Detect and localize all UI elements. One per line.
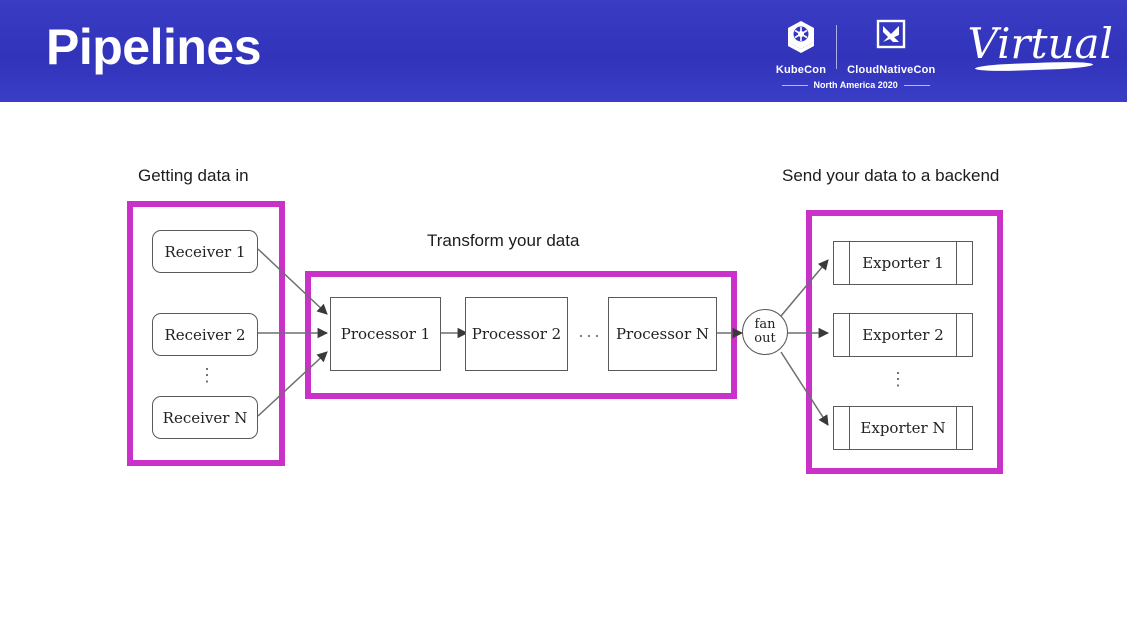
virtual-label: Virtual — [967, 19, 1113, 68]
cloudnativecon-label: CloudNativeCon — [847, 64, 936, 76]
rule-left — [781, 84, 808, 86]
node-processor-n[interactable]: Processor N — [608, 297, 717, 371]
group-label-receivers: Getting data in — [138, 166, 249, 185]
node-processor-1[interactable]: Processor 1 — [330, 297, 441, 371]
node-exporter-1[interactable]: Exporter 1 — [833, 241, 973, 285]
cloudnativecon-column: CloudNativeCon — [837, 18, 945, 76]
kubecon-column: KubeCon — [766, 18, 836, 76]
logo-subtitle: North America 2020 — [813, 80, 898, 90]
logo-subtitle-row: North America 2020 — [766, 80, 946, 90]
rule-right — [903, 84, 930, 86]
pipeline-diagram: Getting data in Transform your data Send… — [0, 102, 1127, 635]
logo-marks: KubeCon CloudNativeCon — [766, 18, 946, 76]
page-title: Pipelines — [46, 19, 262, 75]
exporters-ellipsis: ⋮ — [889, 369, 909, 389]
node-fan-out[interactable]: fan out — [742, 309, 788, 355]
cloudnativecon-square-icon — [873, 18, 909, 61]
fan-out-line-1: fan — [754, 317, 776, 332]
node-processor-2[interactable]: Processor 2 — [465, 297, 568, 371]
node-exporter-n[interactable]: Exporter N — [833, 406, 973, 450]
logo-divider — [836, 25, 838, 69]
kubecon-logo-lockup: KubeCon CloudNativeCon — [766, 16, 1113, 90]
kubecon-label: KubeCon — [775, 64, 827, 76]
node-receiver-1[interactable]: Receiver 1 — [152, 230, 258, 273]
node-receiver-2[interactable]: Receiver 2 — [152, 313, 258, 356]
node-exporter-2[interactable]: Exporter 2 — [833, 313, 973, 357]
kubecon-helm-icon — [781, 18, 821, 61]
group-label-processors: Transform your data — [427, 231, 580, 250]
slide-header: Pipelines — [0, 0, 1127, 102]
group-box-exporters — [806, 210, 1003, 474]
receivers-ellipsis: ⋮ — [198, 365, 218, 385]
node-receiver-n[interactable]: Receiver N — [152, 396, 258, 439]
fan-out-line-2: out — [754, 331, 776, 346]
virtual-wordmark: Virtual — [967, 19, 1113, 73]
processors-ellipsis: ··· — [578, 325, 602, 345]
group-label-exporters: Send your data to a backend — [782, 166, 1000, 185]
kubecon-cloudnativecon-logo: KubeCon CloudNativeCon — [766, 16, 946, 90]
